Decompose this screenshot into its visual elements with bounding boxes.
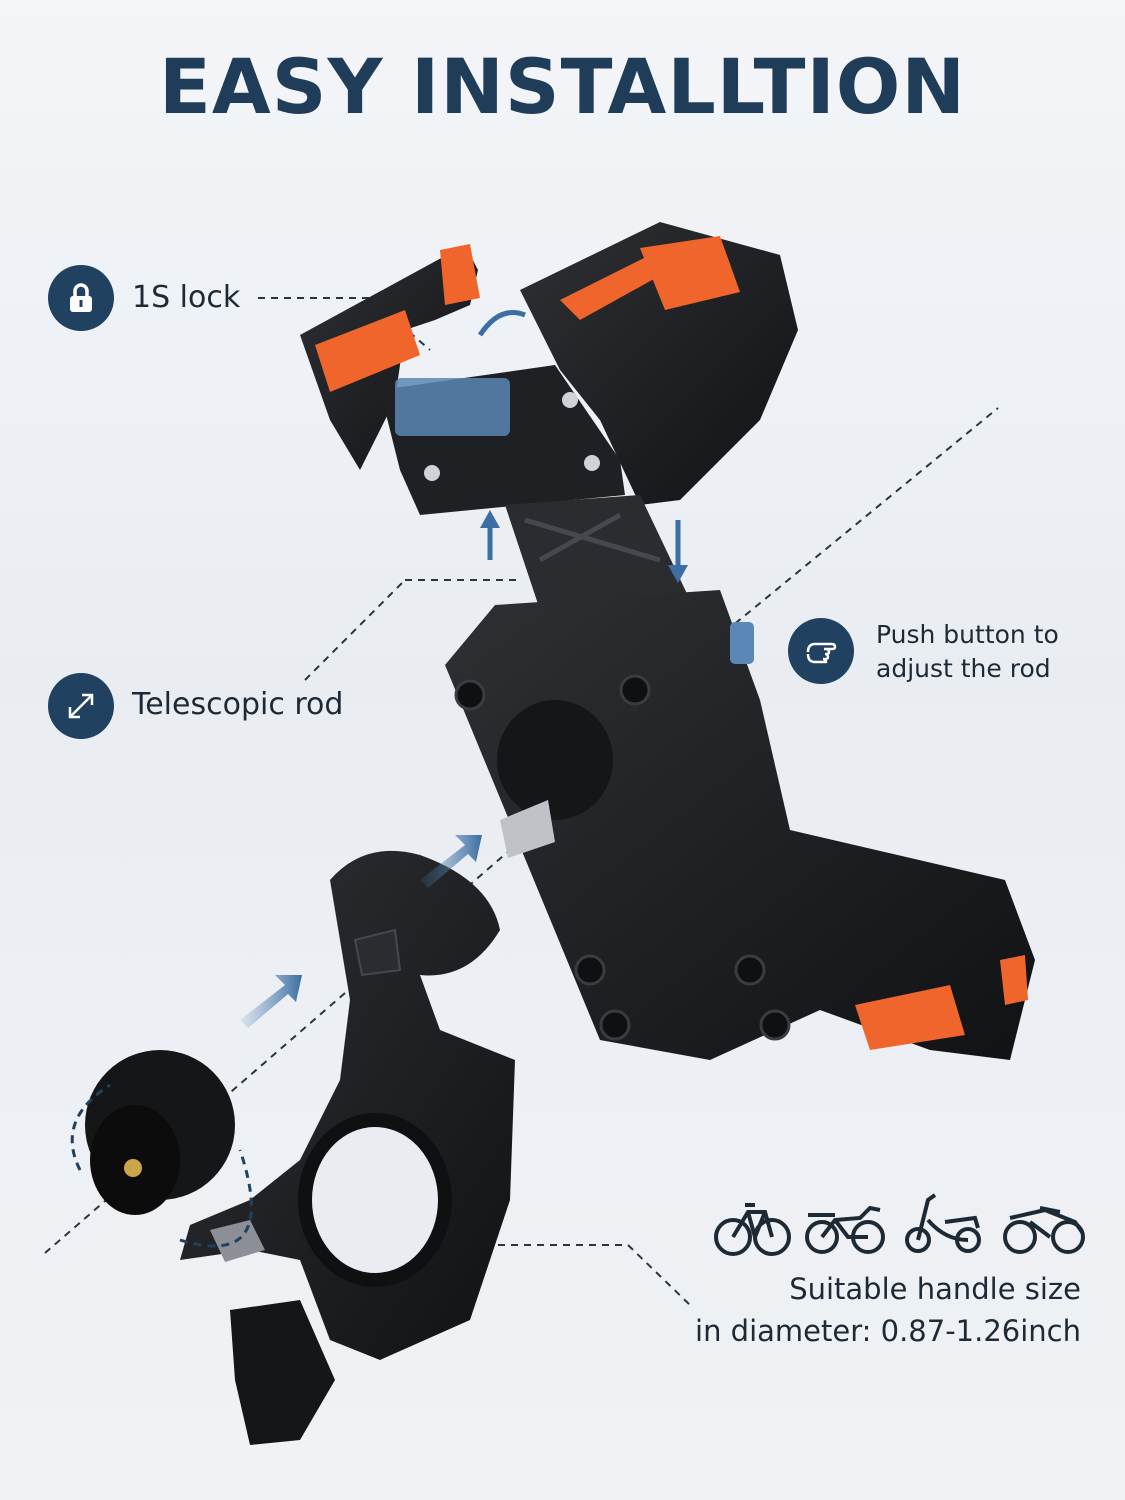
mount-body	[445, 590, 1035, 1060]
handle-size-line2: in diameter: 0.87-1.26inch	[695, 1314, 1081, 1348]
handle-size-line1: Suitable handle size	[789, 1272, 1081, 1306]
direction-arrows	[240, 835, 482, 1028]
page-title: EASY INSTALLTION	[159, 42, 966, 131]
lock-label: 1S lock	[132, 280, 241, 315]
button-label-line1: Push button to	[876, 620, 1059, 649]
lock-icon	[70, 283, 92, 312]
handlebar-clamp	[85, 850, 515, 1445]
lock-badge	[48, 265, 114, 331]
telescopic-rod	[505, 495, 690, 610]
pointing-hand-icon	[806, 642, 837, 664]
expand-arrows-icon	[68, 693, 94, 719]
rod-badge	[48, 673, 114, 739]
button-badge	[788, 618, 854, 684]
button-label: Push button to adjust the rod	[876, 618, 1059, 686]
rod-label: Telescopic rod	[132, 687, 344, 722]
top-clamp	[300, 222, 798, 515]
rotate-arrow	[70, 1083, 253, 1248]
adjust-arrows	[477, 310, 681, 568]
handle-size-text: Suitable handle size in diameter: 0.87-1…	[695, 1268, 1081, 1352]
button-label-line2: adjust the rod	[876, 654, 1051, 683]
